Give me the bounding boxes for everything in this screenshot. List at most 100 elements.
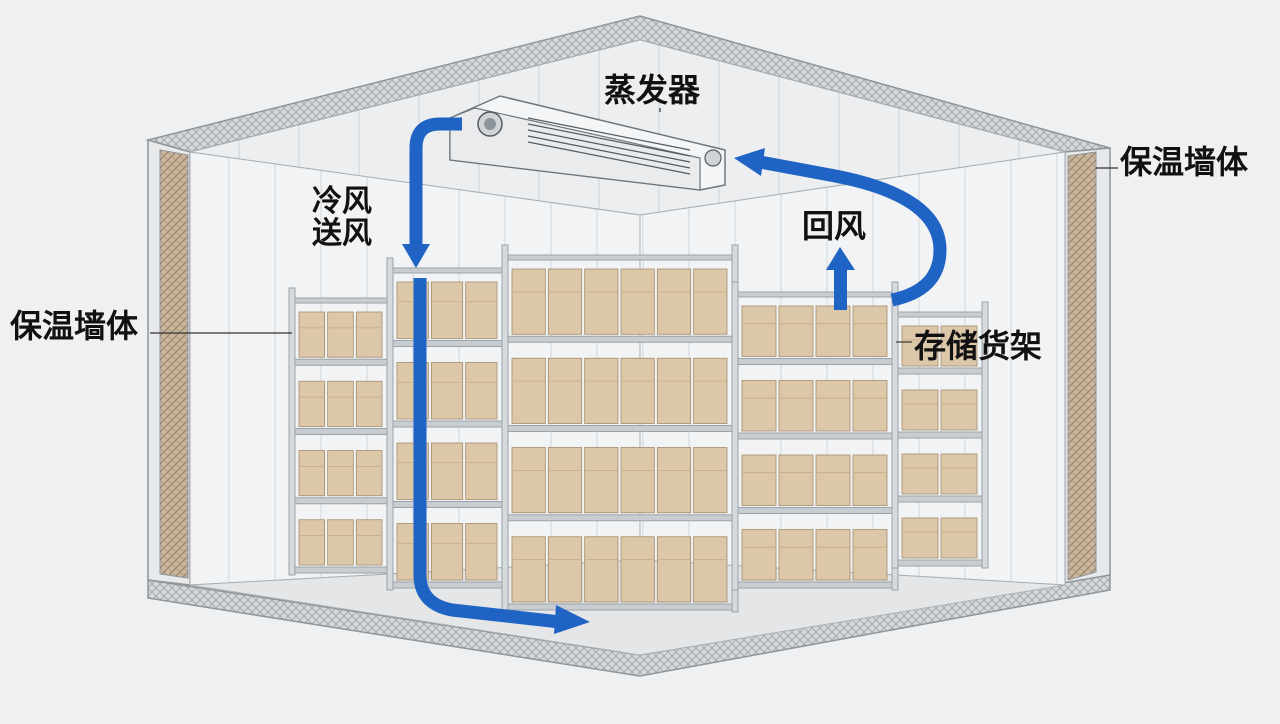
cargo-box xyxy=(355,311,383,358)
shelf-beam xyxy=(504,425,736,432)
floor-airflow-path xyxy=(413,278,561,629)
cargo-box xyxy=(584,447,619,514)
shelf-beam xyxy=(291,428,391,435)
shelf-beam xyxy=(389,581,506,589)
shelf-top-beam xyxy=(389,267,506,274)
insulated-wall-right-label: 保温墙体 xyxy=(1120,143,1249,181)
shelf-beam xyxy=(389,420,506,428)
cargo-box xyxy=(656,268,692,335)
left-insulation xyxy=(159,149,189,579)
cargo-box xyxy=(511,447,546,514)
evaporator-label: 蒸发器 xyxy=(604,71,701,109)
rack-upright xyxy=(731,281,739,591)
cargo-box xyxy=(656,447,692,514)
shelf-beam xyxy=(291,497,391,505)
rack-upright xyxy=(288,287,296,576)
cargo-box xyxy=(693,536,728,603)
cargo-box xyxy=(547,268,583,335)
cargo-box xyxy=(430,281,464,339)
cargo-box xyxy=(620,447,655,514)
shelf-beam xyxy=(389,340,506,347)
rack-right xyxy=(731,281,899,591)
cargo-box xyxy=(465,362,498,420)
supply-arrow-icon xyxy=(402,244,430,268)
rack-left xyxy=(288,287,394,576)
cold-supply-label: 冷风 送风 xyxy=(312,184,372,251)
cargo-box xyxy=(901,389,939,431)
cargo-box xyxy=(430,362,464,420)
cargo-box xyxy=(778,380,814,432)
rack-upright xyxy=(981,301,989,569)
shelf-beam xyxy=(894,495,986,503)
cargo-box xyxy=(620,536,655,603)
cargo-box xyxy=(852,529,888,581)
cargo-box xyxy=(901,325,939,367)
cargo-box xyxy=(901,517,939,559)
insulated-wall-left-label: 保温墙体 xyxy=(10,307,139,345)
cargo-box xyxy=(778,305,814,357)
shelf-top-beam xyxy=(894,311,986,318)
cargo-box xyxy=(465,281,498,339)
cargo-box xyxy=(741,529,777,581)
cargo-box xyxy=(852,454,888,506)
cargo-box xyxy=(656,357,692,424)
cargo-box xyxy=(547,357,583,424)
cargo-box xyxy=(327,311,354,358)
cargo-box xyxy=(355,519,383,566)
cargo-box xyxy=(693,357,728,424)
airflow-arrows xyxy=(402,117,947,634)
cargo-box xyxy=(815,305,851,357)
cargo-box xyxy=(430,442,464,500)
cargo-box xyxy=(778,454,814,506)
storage-rack-label: 存储货架 xyxy=(914,327,1043,365)
cargo-box xyxy=(584,357,619,424)
outer-shell xyxy=(145,15,1111,677)
cargo-box xyxy=(940,389,978,431)
cargo-box xyxy=(547,447,583,514)
cargo-box xyxy=(815,454,851,506)
return-up-shaft xyxy=(834,266,847,310)
cargo-box xyxy=(901,453,939,495)
shelf-top-beam xyxy=(504,254,736,261)
cargo-box xyxy=(465,442,498,500)
shelf-beam xyxy=(894,431,986,439)
floor-arrow-icon xyxy=(554,605,590,634)
shelf-beam xyxy=(389,501,506,508)
shelf-beam xyxy=(291,358,391,366)
shelf-beam xyxy=(504,514,736,522)
cargo-box xyxy=(584,268,619,335)
shelf-beam xyxy=(894,559,986,567)
shelf-beam xyxy=(734,358,896,365)
cargo-box xyxy=(815,380,851,432)
rack-upright xyxy=(386,257,394,591)
evaporator-unit-icon xyxy=(449,95,726,191)
cargo-box xyxy=(741,380,777,432)
rack-far-right xyxy=(891,301,989,569)
cargo-box xyxy=(355,450,383,497)
storage-racks xyxy=(288,244,989,613)
cargo-box xyxy=(940,517,978,559)
cargo-box xyxy=(511,268,546,335)
shelf-beam xyxy=(734,581,896,589)
cargo-box xyxy=(327,519,354,566)
shelf-beam xyxy=(504,335,736,343)
cargo-box xyxy=(298,380,326,427)
cargo-box xyxy=(511,536,546,603)
return-airflow-path xyxy=(758,155,947,307)
return-air-label: 回风 xyxy=(802,207,867,245)
shelf-beam xyxy=(504,603,736,611)
cargo-box xyxy=(298,450,326,497)
cargo-box xyxy=(852,305,888,357)
cargo-box xyxy=(940,325,978,367)
cargo-box xyxy=(940,453,978,495)
leader-lines xyxy=(150,108,1118,343)
shelf-top-beam xyxy=(291,297,391,304)
rack-upright xyxy=(501,244,509,613)
cargo-box xyxy=(693,268,728,335)
return-up-arrow-icon xyxy=(826,247,855,270)
shelf-beam xyxy=(291,566,391,574)
cargo-box xyxy=(620,268,655,335)
cargo-box xyxy=(355,380,383,427)
cargo-box xyxy=(815,529,851,581)
